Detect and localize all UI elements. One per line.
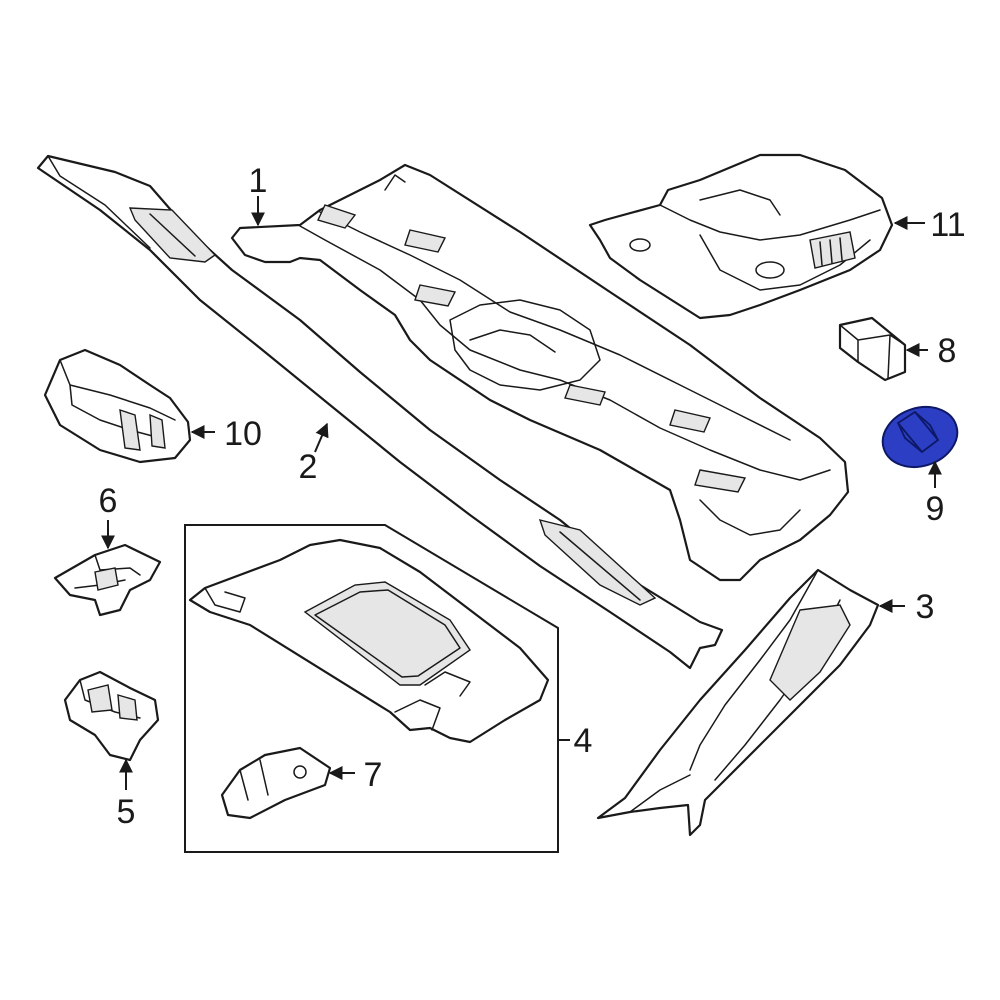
part-11-overhead-console[interactable] [588, 153, 894, 320]
callout-6: 6 [99, 482, 118, 520]
callout-7: 7 [364, 756, 383, 794]
part-1-headliner[interactable] [230, 163, 850, 582]
part-2-roof-rail[interactable] [36, 154, 724, 670]
callout-4: 4 [574, 722, 593, 760]
part-4-sun-visor-group[interactable] [184, 524, 559, 853]
part-6-clip[interactable] [53, 543, 162, 617]
leader-lines [101, 196, 942, 790]
part-9-cover-cap[interactable] [875, 398, 965, 477]
part-10-bracket[interactable] [43, 348, 192, 464]
callout-1: 1 [249, 162, 268, 200]
callout-11: 11 [930, 206, 965, 244]
callout-2: 2 [299, 448, 318, 486]
part-7-visor-clip[interactable] [220, 746, 332, 820]
callout-10: 10 [224, 415, 262, 453]
callout-9: 9 [926, 490, 945, 528]
callout-5: 5 [117, 793, 136, 831]
part-3-pillar-trim[interactable] [596, 568, 880, 837]
part-8-clip[interactable] [838, 316, 907, 382]
part-5-mount[interactable] [63, 670, 160, 762]
callout-8: 8 [938, 332, 957, 370]
callout-3: 3 [916, 588, 935, 626]
callout-labels: 1 2 3 4 5 6 7 8 9 10 11 [99, 162, 966, 831]
